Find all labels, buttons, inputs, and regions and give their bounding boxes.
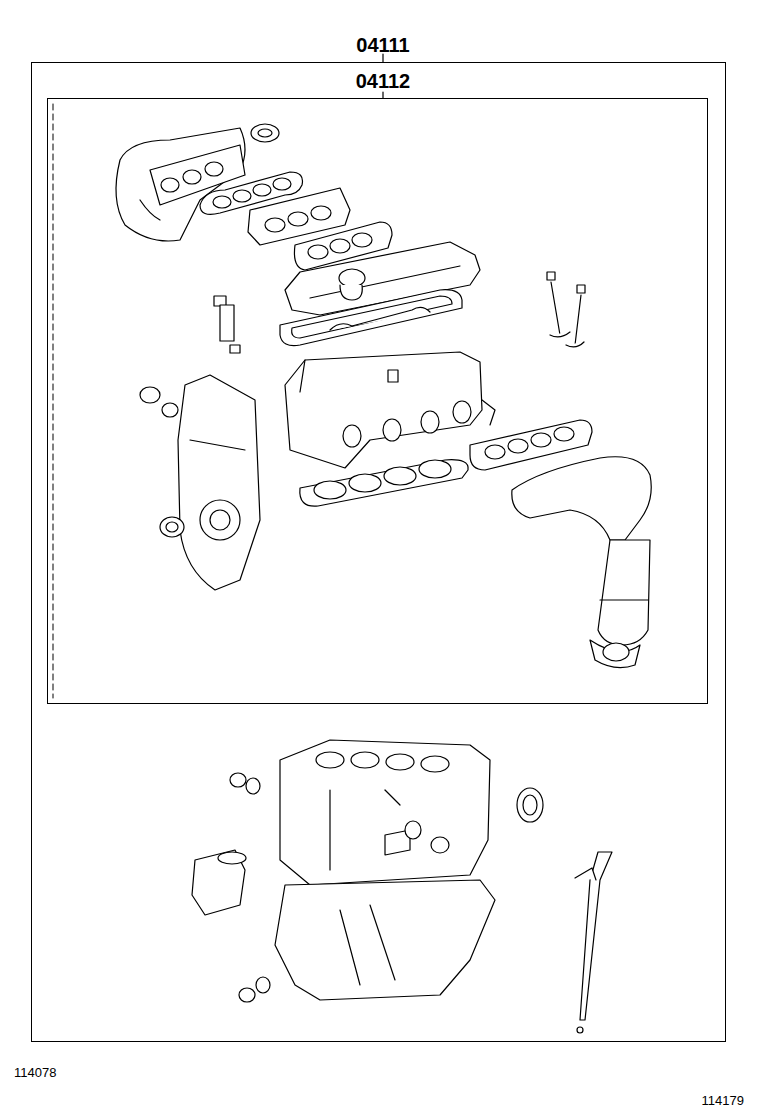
- kit-box: 0411104112: [31, 62, 726, 1042]
- head-cover-gasket: [280, 290, 462, 346]
- kit-box: 04112: [47, 98, 708, 704]
- illustration-number: 114179: [702, 1094, 744, 1107]
- head-gasket: [300, 460, 468, 506]
- kit-number: 04111: [356, 35, 409, 55]
- leader-tick: [382, 54, 383, 62]
- oil-pan: [275, 880, 495, 1000]
- timing-cover: [140, 375, 260, 590]
- oil-seals: [230, 773, 543, 1002]
- dashed-guide: [53, 104, 54, 698]
- exhaust-manifold: [512, 457, 651, 668]
- exhaust-gasket: [470, 420, 592, 470]
- oil-pump: [192, 850, 246, 915]
- fuel-injector: [214, 296, 240, 353]
- oil-dipstick: [575, 852, 612, 1033]
- kit-number: 04112: [356, 71, 411, 91]
- illustration-number: 114078: [14, 1066, 56, 1079]
- valves: [547, 272, 585, 347]
- cylinder-head: [285, 352, 495, 468]
- cylinder-block: [280, 740, 490, 885]
